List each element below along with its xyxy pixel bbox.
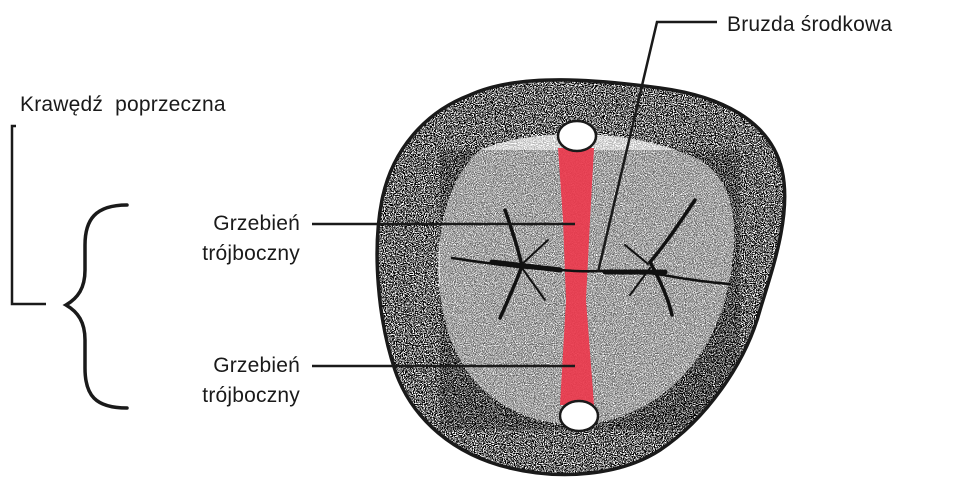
label-triangular-ridge-lower-line1: Grzebień [0, 355, 300, 376]
label-triangular-ridge-lower-line2: trójboczny [0, 385, 300, 406]
distal-pit [560, 401, 598, 431]
curly-brace [66, 205, 127, 408]
label-triangular-ridge-upper-line1: Grzebień [0, 213, 300, 234]
label-transverse-ridge: Krawędź poprzeczna [20, 94, 226, 115]
label-triangular-ridge-upper-line2: trójboczny [0, 243, 300, 264]
label-central-groove: Bruzda środkowa [727, 14, 892, 35]
mesial-pit [558, 121, 596, 151]
